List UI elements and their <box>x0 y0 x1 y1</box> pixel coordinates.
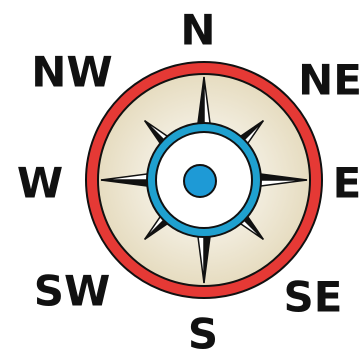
label-se: SE <box>284 273 343 322</box>
center-dot <box>184 165 216 197</box>
label-s: S <box>188 310 218 358</box>
label-w: W <box>17 159 63 208</box>
label-sw: SW <box>34 267 111 316</box>
label-n: N <box>180 6 215 55</box>
label-nw: NW <box>31 48 112 97</box>
label-ne: NE <box>298 56 360 105</box>
label-e: E <box>333 159 360 208</box>
